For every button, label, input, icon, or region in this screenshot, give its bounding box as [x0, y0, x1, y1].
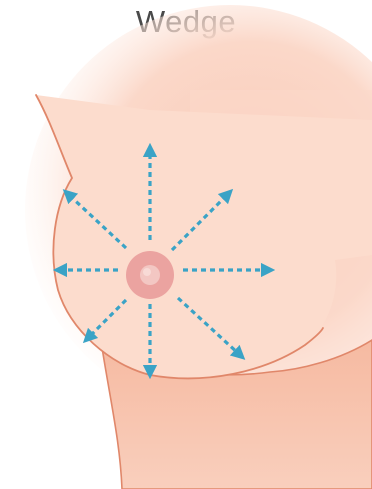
nipple-highlight	[143, 268, 151, 276]
nipple	[140, 265, 160, 285]
